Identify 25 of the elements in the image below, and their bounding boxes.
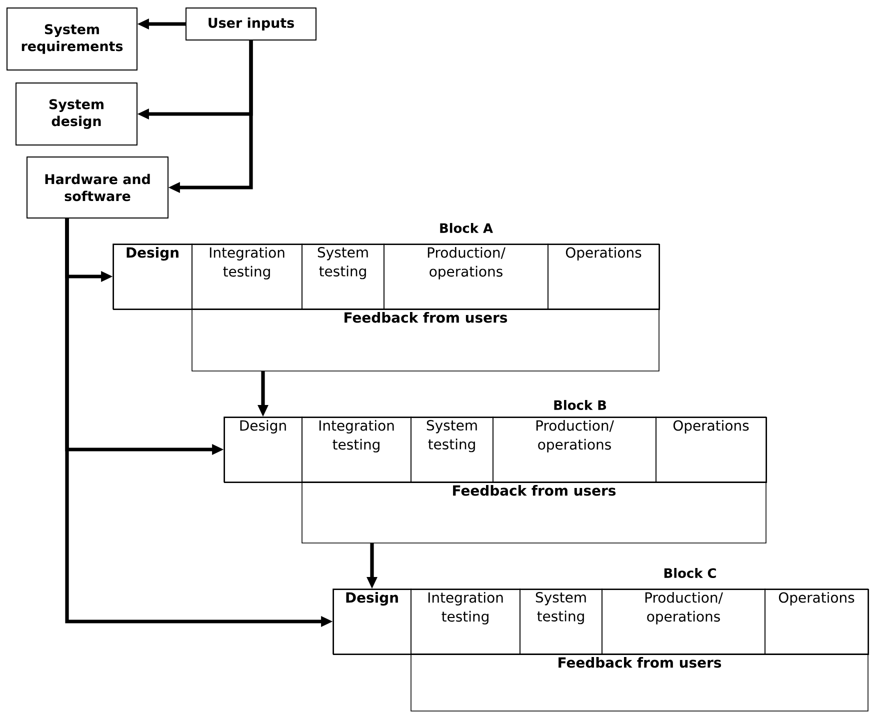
node-label: Block B bbox=[554, 400, 606, 410]
stage-cell: Design bbox=[332, 588, 412, 654]
stage-cell: System testing bbox=[410, 416, 494, 482]
node-label: Block C bbox=[664, 568, 716, 578]
process-box: System requirements bbox=[6, 8, 138, 70]
stage-cell: System testing bbox=[520, 588, 602, 654]
process-box: System design bbox=[16, 82, 138, 146]
feedback-box: Feedback from users bbox=[410, 654, 868, 712]
stage-cell: Operations bbox=[764, 588, 868, 654]
node-label: Block A bbox=[440, 222, 493, 234]
stage-cell: Operations bbox=[656, 416, 766, 482]
stage-cell: Integration testing bbox=[192, 244, 302, 310]
stage-cell: Operations bbox=[548, 244, 660, 310]
stage-cell: Production/ operations bbox=[492, 416, 656, 482]
stage-cell: Design bbox=[224, 416, 302, 482]
stage-cell: System testing bbox=[302, 244, 384, 310]
stage-cell: Integration testing bbox=[410, 588, 520, 654]
feedback-box: Feedback from users bbox=[192, 308, 660, 372]
stage-cell: Production/ operations bbox=[602, 588, 766, 654]
process-box: User inputs bbox=[186, 8, 316, 40]
stage-cell: Design bbox=[112, 244, 192, 310]
stage-cell: Integration testing bbox=[302, 416, 412, 482]
stage-cell: Production/ operations bbox=[384, 244, 548, 310]
process-box: Hardware and software bbox=[26, 156, 168, 218]
feedback-box: Feedback from users bbox=[302, 482, 766, 544]
